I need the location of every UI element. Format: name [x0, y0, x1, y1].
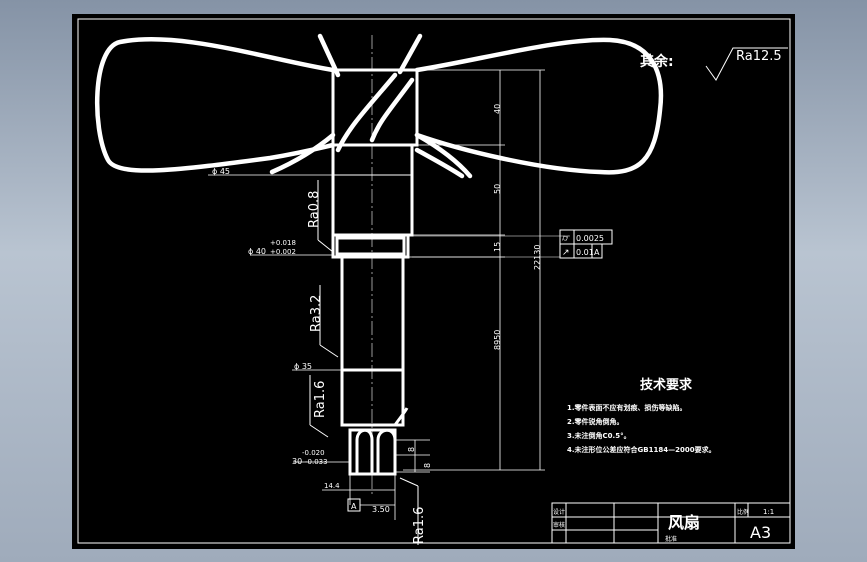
fcf2-value: 0.01 [576, 248, 594, 257]
keyway-right [376, 428, 397, 474]
designer-label: 设计 [553, 508, 565, 516]
feature-control-frames [347, 229, 613, 512]
roughness-shaft: Ra3.2 [309, 295, 324, 332]
right-blade [414, 37, 664, 175]
tol-40-upper: +0.018 [270, 239, 296, 247]
dim-8b: 8 [423, 463, 432, 468]
checker-label: 审核 [553, 521, 565, 529]
dim-350: 3.50 [372, 505, 390, 514]
blade-root-br [414, 132, 473, 179]
dim-50: 50 [493, 184, 502, 194]
left-blade [95, 37, 336, 173]
drawing-border [77, 18, 791, 544]
fcf1-symbol: ⌭ [562, 234, 569, 244]
part-name: 风扇 [668, 513, 700, 532]
break-line [393, 407, 409, 426]
title-block-text: 设计 审核 批准 风扇 比例 1:1 A3 [553, 508, 774, 543]
roughness-lower: Ra1.6 [313, 381, 328, 418]
tol-30-lower: -0.033 [305, 458, 328, 466]
datum-a: A [351, 502, 357, 511]
dim-dia-45: ϕ 45 [212, 167, 230, 176]
roughness-shoulder: Ra0.8 [307, 191, 322, 228]
roughness-bottom: Ra1.6 [412, 507, 427, 544]
datum-a-box [347, 498, 361, 512]
dim-dia-40: ϕ 40 [248, 247, 266, 256]
dim-dia-30: 30 [292, 457, 302, 466]
remainder-label: 其余: [640, 53, 674, 70]
approver-label: 批准 [665, 535, 677, 543]
blade-root-bl [269, 132, 336, 175]
dim-40: 40 [493, 104, 502, 114]
drawing-sheet [72, 14, 795, 549]
fan-blades [95, 33, 664, 179]
dim-key: 14.4 [324, 482, 340, 490]
tol-40-lower: +0.002 [270, 248, 296, 256]
tol-30-upper: -0.020 [302, 449, 325, 457]
roughness-general: Ra12.5 [736, 49, 782, 64]
title-block [551, 502, 791, 544]
shaft-section-40-inner [335, 236, 406, 256]
dim-22130: 22130 [533, 245, 542, 270]
scale: 1:1 [763, 508, 774, 516]
dim-8950: 8950 [493, 330, 502, 350]
shaft-section-35b [340, 368, 405, 427]
hub-twist-2 [369, 77, 415, 143]
ratio-label: 比例 [737, 508, 749, 516]
dim-dia-35: ϕ 35 [294, 362, 312, 371]
shaft [331, 143, 414, 476]
tech-req-item-3: 3.未注倒角C0.5°。 [567, 431, 631, 440]
dimension-text: 其余: Ra12.5 ϕ 45 ϕ 40 +0.018 +0.002 ϕ 35 … [212, 49, 782, 544]
tech-req-item-4: 4.未注形位公差应符合GB1184—2000要求。 [567, 445, 716, 454]
fcf2-datum: A [594, 248, 600, 257]
roughness-general-symbol [705, 47, 788, 81]
dim-8a: 8 [407, 447, 416, 452]
blade-root-br2 [414, 147, 465, 179]
blade-root-tr [397, 33, 423, 75]
tech-requirements-title: 技术要求 [640, 377, 693, 393]
dim-15: 15 [493, 242, 502, 252]
fcf2-symbol: ↗ [562, 248, 570, 258]
hub-twist-1 [335, 72, 398, 153]
fcf1-value: 0.0025 [576, 234, 604, 243]
tech-requirements: 技术要求 1.零件表面不应有划痕、损伤等缺陷。 2.零件锐角倒角。 3.未注倒角… [567, 377, 716, 454]
sheet-size: A3 [750, 523, 771, 542]
roughness-symbols [309, 47, 788, 545]
tech-req-item-2: 2.零件锐角倒角。 [567, 417, 624, 426]
dimension-lines [208, 69, 570, 520]
tech-req-item-1: 1.零件表面不应有划痕、损伤等缺陷。 [567, 403, 687, 412]
